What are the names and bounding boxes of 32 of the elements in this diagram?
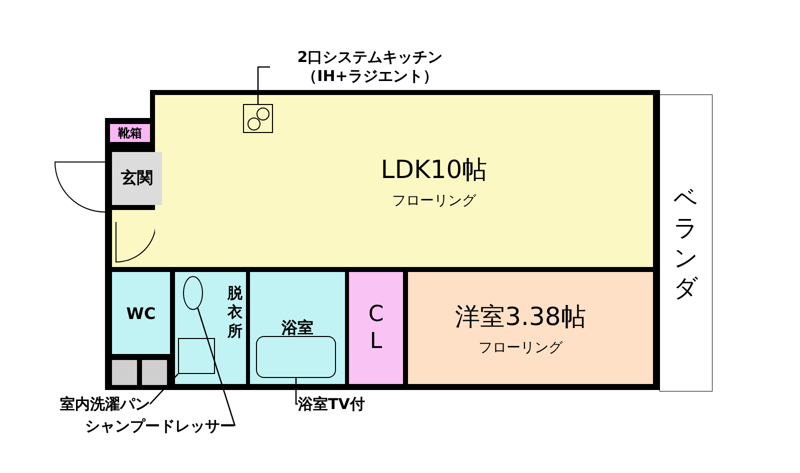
room [112, 152, 162, 205]
leader-text: 室内洗濯パン [60, 394, 150, 414]
closet [349, 272, 403, 384]
room-name: CL [367, 300, 385, 356]
room [250, 272, 345, 384]
room-name: 脱衣所 [226, 284, 243, 340]
stove-drawing [243, 104, 273, 133]
leader-text: シャンプードレッサー [85, 416, 235, 436]
room-name: 玄関 [121, 168, 153, 189]
balcony [660, 95, 712, 391]
leader-line [295, 378, 298, 405]
leader-line [197, 308, 236, 426]
room-name: 浴室 [282, 318, 314, 338]
room-name: 洋室3.38帖 [455, 300, 586, 332]
room [112, 272, 170, 354]
room-name: 靴箱 [118, 124, 142, 142]
bathtub [256, 336, 336, 378]
washing-pan [178, 338, 215, 374]
leader-line [150, 374, 178, 404]
floor-type: フローリング [392, 192, 476, 210]
room-name: LDK10帖 [380, 154, 488, 186]
leader-text: 浴室TV付 [298, 394, 365, 414]
room [175, 272, 246, 384]
floor-type: フローリング [478, 338, 562, 356]
leader-text: 2口システムキッチン（IH+ラジエント） [296, 48, 444, 86]
room [408, 272, 653, 384]
cabinet [110, 124, 150, 142]
sink-basin [183, 276, 203, 310]
room-name: WC [126, 304, 156, 322]
room-name: ベランダ [672, 183, 700, 303]
room [155, 95, 653, 267]
leader-line [257, 66, 270, 104]
